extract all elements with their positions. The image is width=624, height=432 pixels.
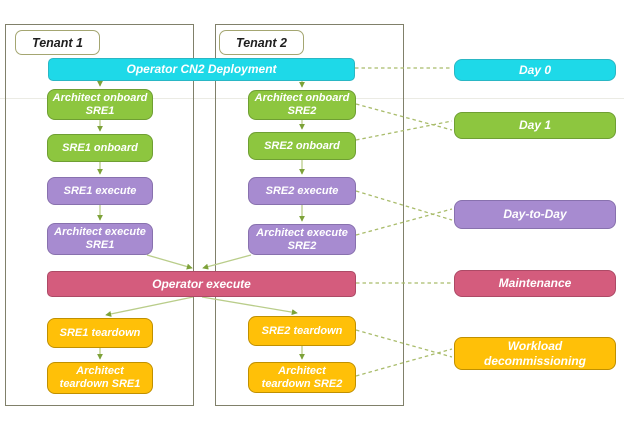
- phase-label: Day 0: [518, 62, 552, 77]
- phase-label: Day 1: [518, 118, 552, 133]
- flow-box-label: SRE2 onboard: [264, 139, 340, 152]
- flow-box-label: Architect execute SRE2: [256, 226, 348, 252]
- phase-label: Day-to-Day: [503, 207, 567, 222]
- arrow-archexec2-to-operatorexecute: [202, 254, 252, 270]
- flow-box-sre2-onboard: SRE2 onboard: [248, 132, 356, 160]
- flow-box-architect-teardown-sre2: Architect teardown SRE2: [248, 362, 356, 393]
- flow-box-label: SRE1 onboard: [62, 141, 138, 154]
- flow-box-sre1-execute: SRE1 execute: [47, 177, 153, 205]
- flow-box-sre1-onboard: SRE1 onboard: [47, 134, 153, 162]
- flow-box-label: SRE1 teardown: [59, 326, 141, 339]
- tenant2-container: [215, 24, 404, 406]
- flow-box-label: Architect onboard SRE2: [254, 92, 350, 117]
- operator-execute-bar: Operator execute: [47, 271, 356, 297]
- arrow-archexec1-to-operatorexecute: [146, 254, 193, 270]
- tenant2-label: Tenant 2: [219, 30, 304, 55]
- dash-sre2execute-to-daytoday: [355, 190, 453, 221]
- phase-box-workload-decommissioning: Workload decommissioning: [454, 337, 616, 370]
- flow-box-architect-execute-sre2: Architect execute SRE2: [248, 224, 356, 255]
- arrow-operatorexecute-to-sre2teardown: [201, 296, 298, 316]
- flow-box-label: Architect teardown SRE1: [59, 365, 141, 390]
- flow-box-label: SRE2 execute: [265, 184, 339, 197]
- phase-label: Workload decommissioning: [483, 339, 587, 368]
- flow-box-architect-onboard-sre2: Architect onboard SRE2: [248, 90, 356, 120]
- flow-box-architect-teardown-sre1: Architect teardown SRE1: [47, 362, 153, 394]
- phase-box-maintenance: Maintenance: [454, 270, 616, 297]
- flow-box-label: Architect onboard SRE1: [52, 91, 148, 117]
- flow-box-label: Architect teardown SRE2: [261, 364, 343, 390]
- flow-box-architect-onboard-sre1: Architect onboard SRE1: [47, 89, 153, 120]
- flow-box-label: SRE2 teardown: [261, 324, 343, 337]
- dash-sre2onboard-to-day1: [355, 120, 453, 141]
- tenant2-label-text: Tenant 2: [236, 35, 287, 50]
- dash-archexec2-to-daytoday: [355, 208, 453, 236]
- flow-box-sre2-execute: SRE2 execute: [248, 177, 356, 205]
- flow-box-label: Architect execute SRE1: [54, 226, 146, 251]
- operator-cn2-deployment-label: Operator CN2 Deployment: [126, 62, 277, 77]
- flow-box-architect-execute-sre1: Architect execute SRE1: [47, 223, 153, 255]
- flow-box-label: SRE1 execute: [63, 184, 137, 197]
- phase-box-day1: Day 1: [454, 112, 616, 139]
- tenant1-container: [5, 24, 194, 406]
- tenant1-label: Tenant 1: [15, 30, 100, 55]
- operator-cn2-deployment-bar: Operator CN2 Deployment: [48, 58, 355, 81]
- flow-box-sre1-teardown: SRE1 teardown: [47, 318, 153, 348]
- operator-execute-label: Operator execute: [152, 276, 251, 291]
- flow-box-sre2-teardown: SRE2 teardown: [248, 316, 356, 346]
- phase-box-day0: Day 0: [454, 59, 616, 81]
- arrow-operatorexecute-to-sre1teardown: [105, 296, 194, 317]
- dash-archteardown2-to-decommissioning: [355, 348, 453, 377]
- tenant1-label-text: Tenant 1: [32, 35, 83, 50]
- phase-label: Maintenance: [498, 276, 572, 291]
- phase-box-day-to-day: Day-to-Day: [454, 200, 616, 229]
- dash-onboard2-to-day1: [355, 103, 453, 131]
